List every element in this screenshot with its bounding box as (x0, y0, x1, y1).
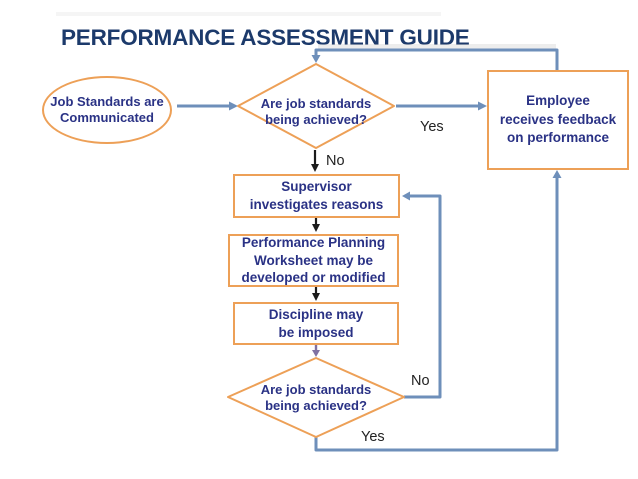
arrowhead-right-icon (229, 101, 238, 111)
arrowhead-right-icon (478, 101, 487, 111)
decision-1-text-line: being achieved? (265, 111, 367, 127)
worksheet-text-line: Worksheet may be (253, 252, 374, 268)
arrowhead-down-icon (312, 224, 320, 232)
investigate-text-line: investigates reasons (249, 197, 384, 212)
decision-2-node: Are job standards being achieved? (238, 382, 394, 414)
arrowhead-down-icon (312, 350, 320, 357)
scan-artifact-smudge (56, 12, 441, 16)
discipline-text-line: Discipline may (268, 306, 364, 322)
edge-label-yes-1: Yes (420, 119, 444, 135)
worksheet-text-line: Performance Planning (241, 235, 386, 251)
arrowhead-left-icon (402, 191, 410, 201)
investigate-node: Supervisor investigates reasons (233, 174, 400, 218)
start-node: Job Standards are Communicated (42, 76, 172, 144)
discipline-node: Discipline may be imposed (233, 302, 399, 345)
feedback-text-line: on performance (506, 130, 610, 146)
page-title: PERFORMANCE ASSESSMENT GUIDE (61, 25, 470, 50)
decision-2-text-line: being achieved? (265, 398, 367, 413)
investigate-text-line: Supervisor (281, 179, 352, 194)
start-node-text-line: Job Standards are (50, 93, 164, 109)
decision-1-diamond (237, 63, 395, 149)
connector-feedback-to-decision1 (314, 48, 559, 70)
connector-no-loop-to-investigate (404, 194, 442, 399)
edge-label-no-2: No (411, 373, 430, 389)
start-node-text-line: Communicated (60, 110, 154, 125)
connector-yes-loop-to-feedback (314, 178, 559, 452)
decision-2-diamond (227, 357, 405, 438)
edge-label-no-1: No (326, 153, 345, 169)
decision-2-text-line: Are job standards (260, 382, 372, 397)
edge-label-yes-2: Yes (361, 429, 385, 445)
worksheet-text-line: developed or modified (241, 270, 386, 286)
connector-shadow (318, 44, 556, 49)
feedback-text-line: Employee (526, 93, 590, 109)
arrowhead-down-icon (312, 293, 320, 301)
feedback-node: Employee receives feedback on performanc… (487, 70, 629, 170)
discipline-text-line: be imposed (278, 324, 354, 340)
decision-1-node: Are job standards being achieved? (238, 96, 394, 127)
feedback-text-line: receives feedback (499, 111, 617, 127)
arrowhead-down-icon (311, 55, 321, 63)
worksheet-node: Performance Planning Worksheet may be de… (228, 234, 399, 287)
arrowhead-down-icon (311, 164, 319, 172)
arrowhead-up-icon (552, 170, 562, 178)
decision-1-text-line: Are job standards (260, 96, 372, 111)
